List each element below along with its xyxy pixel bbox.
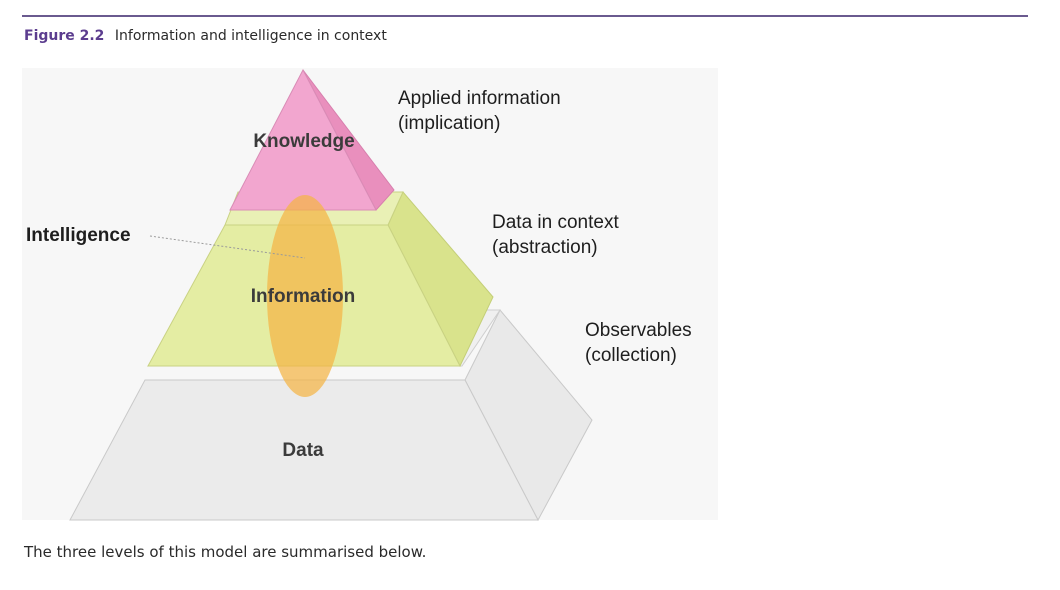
- information-description-line1: Data in context: [492, 212, 619, 233]
- intelligence-ellipse: [267, 195, 343, 397]
- knowledge-description-line2: (implication): [398, 113, 500, 134]
- figure-title: Information and intelligence in context: [114, 28, 387, 44]
- figure-caption: Figure 2.2 Information and intelligence …: [24, 27, 387, 45]
- knowledge-tier: [229, 68, 395, 211]
- knowledge-description-line1: Applied information: [398, 88, 561, 109]
- figure-number: Figure 2.2: [24, 28, 105, 44]
- footer-text: The three levels of this model are summa…: [24, 543, 427, 561]
- intelligence-label: Intelligence: [26, 225, 131, 246]
- information-description-line2: (abstraction): [492, 237, 598, 258]
- data-tier-front: [69, 379, 539, 521]
- knowledge-label: Knowledge: [253, 131, 354, 152]
- information-label: Information: [251, 286, 356, 307]
- data-description-line2: (collection): [585, 345, 677, 366]
- data-description-line1: Observables: [585, 320, 692, 341]
- top-rule: [22, 15, 1028, 17]
- data-label: Data: [282, 440, 324, 461]
